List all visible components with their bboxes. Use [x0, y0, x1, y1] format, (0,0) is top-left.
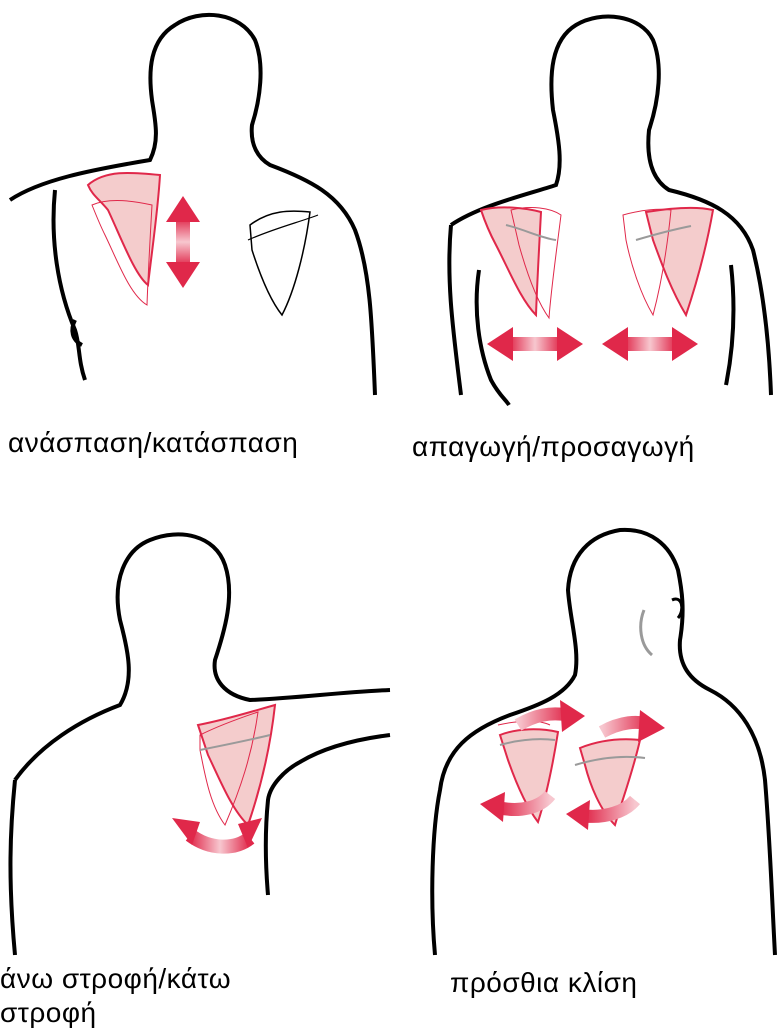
caption-rotation: άνω στροφή/κάτω στροφή [0, 962, 300, 1030]
body-outline [15, 534, 390, 780]
double-arrow [487, 327, 583, 361]
panel-abduction-adduction [391, 0, 781, 420]
double-arrow [602, 327, 698, 361]
ear-detail [641, 610, 652, 655]
torso-back-figure [391, 0, 781, 420]
scapula-shape [88, 173, 160, 285]
caption-elevation-depression: ανάσπαση/κατάσπαση [8, 426, 298, 460]
scapula-shape [646, 208, 713, 315]
scapula-shape [481, 207, 541, 315]
double-arrow [166, 196, 200, 288]
arm-outline [54, 190, 85, 380]
scapula-shape [198, 705, 275, 825]
curved-double-arrow [172, 818, 262, 848]
caption-anterior-tilt: πρόσθια κλίση [450, 966, 637, 1000]
arm-outline [266, 735, 390, 895]
torso-back-figure [400, 500, 781, 960]
panel-rotation [0, 500, 400, 960]
curved-arrow [602, 710, 665, 742]
caption-abduction-adduction: απαγωγή/προσαγωγή [412, 430, 695, 464]
panel-anterior-tilt [400, 500, 781, 960]
panel-elevation-depression [0, 0, 390, 420]
torso-back-figure [0, 0, 390, 420]
torso-back-figure [0, 500, 400, 960]
scapula-outline [250, 211, 310, 315]
curved-arrow [518, 700, 585, 732]
body-outline [10, 15, 375, 395]
